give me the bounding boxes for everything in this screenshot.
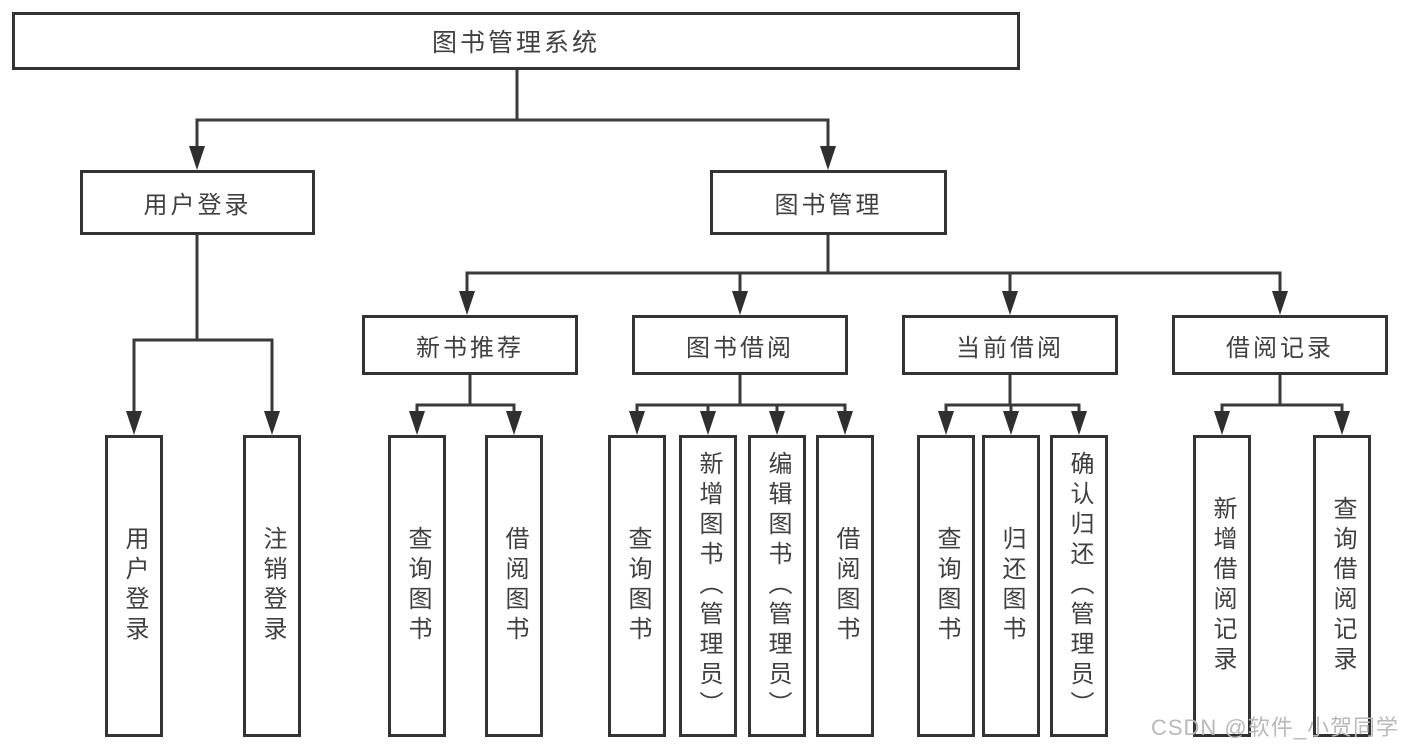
- arrowhead-icon: [1272, 291, 1288, 315]
- arrowhead-icon: [1214, 411, 1230, 435]
- leaf-borrow-books: 借阅图书: [816, 435, 874, 737]
- leaf-logout: 注销登录: [243, 435, 301, 737]
- node-book-management: 图书管理: [710, 170, 947, 235]
- arrowhead-icon: [1334, 411, 1350, 435]
- node-user-login: 用户登录: [80, 170, 315, 235]
- arrowhead-icon: [700, 411, 716, 435]
- arrowhead-icon: [820, 146, 836, 170]
- arrowhead-icon: [1003, 411, 1019, 435]
- node-borrow-records: 借阅记录: [1172, 315, 1388, 375]
- leaf-add-book-admin: 新增图书（管理员）: [679, 435, 737, 737]
- leaf-borrow-books-recommend: 借阅图书: [485, 435, 543, 737]
- leaf-query-books-recommend: 查询图书: [388, 435, 446, 737]
- arrowhead-icon: [126, 411, 142, 435]
- leaf-query-books-current: 查询图书: [917, 435, 975, 737]
- leaf-edit-book-admin: 编辑图书（管理员）: [748, 435, 806, 737]
- leaf-confirm-return-admin: 确认归还（管理员）: [1050, 435, 1108, 737]
- arrowhead-icon: [629, 411, 645, 435]
- arrowhead-icon: [1002, 291, 1018, 315]
- arrowhead-icon: [459, 291, 475, 315]
- arrowhead-icon: [732, 291, 748, 315]
- arrowhead-icon: [938, 411, 954, 435]
- arrowhead-icon: [837, 411, 853, 435]
- leaf-user-login: 用户登录: [105, 435, 163, 737]
- arrowhead-icon: [189, 146, 205, 170]
- leaf-query-books-borrowing: 查询图书: [608, 435, 666, 737]
- arrowhead-icon: [506, 411, 522, 435]
- arrowhead-icon: [769, 411, 785, 435]
- leaf-return-book: 归还图书: [982, 435, 1040, 737]
- node-library-management-system: 图书管理系统: [12, 12, 1020, 70]
- node-new-book-recommend: 新书推荐: [362, 315, 578, 375]
- arrowhead-icon: [264, 411, 280, 435]
- leaf-query-borrow-record: 查询借阅记录: [1313, 435, 1371, 737]
- leaf-add-borrow-record: 新增借阅记录: [1193, 435, 1251, 737]
- arrowhead-icon: [409, 411, 425, 435]
- arrowhead-icon: [1071, 411, 1087, 435]
- node-current-borrowing: 当前借阅: [902, 315, 1118, 375]
- node-book-borrowing: 图书借阅: [632, 315, 848, 375]
- csdn-watermark: CSDN @软件_小贺同学: [1150, 715, 1399, 740]
